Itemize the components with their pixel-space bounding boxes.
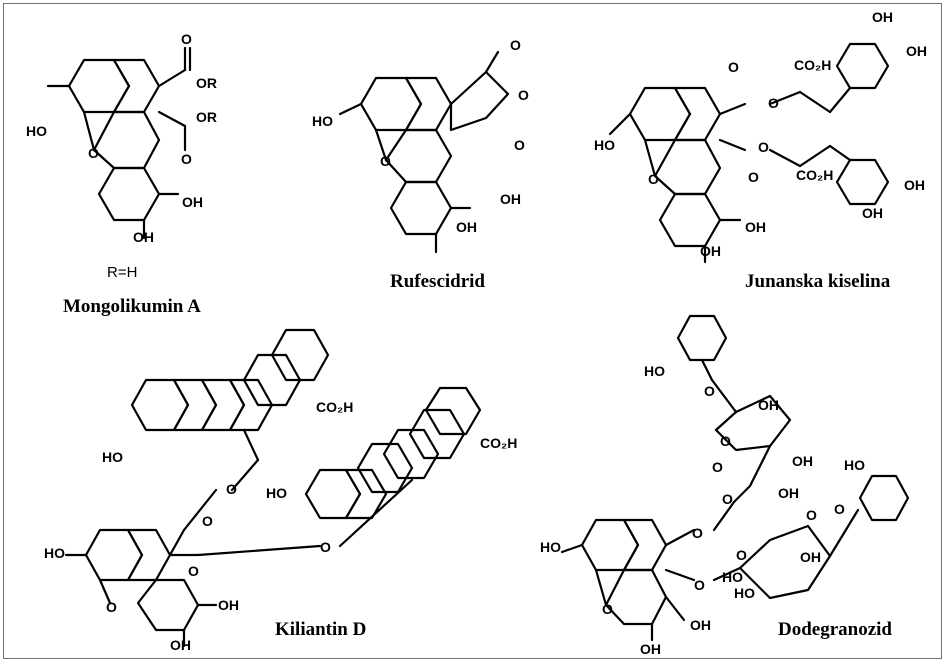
label-o: O bbox=[748, 169, 759, 185]
substituent-definition: R=H bbox=[107, 264, 138, 281]
label-ho: HO bbox=[540, 539, 561, 555]
label-ho: HO bbox=[734, 585, 755, 601]
label-oh: OH bbox=[218, 597, 239, 613]
label-oh: OH bbox=[800, 549, 821, 565]
compound-name-rufescidrid: Rufescidrid bbox=[390, 271, 485, 292]
label-ho: HO bbox=[26, 123, 47, 139]
label-oh: OH bbox=[700, 243, 721, 259]
label-ho: HO bbox=[722, 569, 743, 585]
label-oh: OH bbox=[792, 453, 813, 469]
label-ho: HO bbox=[44, 545, 65, 561]
label-oh: OH bbox=[862, 205, 883, 221]
label-co2h: CO₂H bbox=[480, 435, 517, 451]
label-o: O bbox=[380, 153, 391, 169]
label-o: O bbox=[806, 507, 817, 523]
label-o: O bbox=[758, 139, 769, 155]
label-o: O bbox=[181, 151, 192, 167]
label-oh: OH bbox=[500, 191, 521, 207]
structure-junanska-kiselina: OH OH CO₂H O O O O CO₂H OH OH HO O OH OH bbox=[594, 9, 927, 264]
label-o: O bbox=[768, 95, 779, 111]
structure-kiliantin-d: CO₂H CO₂H HO HO O O O O HO O OH OH bbox=[44, 328, 517, 653]
label-o: O bbox=[694, 577, 705, 593]
label-o: O bbox=[106, 599, 117, 615]
label-oh: OH bbox=[906, 43, 927, 59]
label-oh: OH bbox=[170, 637, 191, 653]
label-co2h: CO₂H bbox=[316, 399, 353, 415]
label-o: O bbox=[510, 37, 521, 53]
label-o: O bbox=[514, 137, 525, 153]
label-oh: OH bbox=[133, 229, 154, 245]
label-ho: HO bbox=[266, 485, 287, 501]
label-ho: HO bbox=[102, 449, 123, 465]
compound-name-junanska-kiselina: Junanska kiselina bbox=[745, 271, 891, 292]
label-oh: OH bbox=[456, 219, 477, 235]
label-o: O bbox=[722, 491, 733, 507]
label-co2h: CO₂H bbox=[794, 57, 831, 73]
label-co2h: CO₂H bbox=[796, 167, 833, 183]
label-ho: HO bbox=[644, 363, 665, 379]
label-ho: HO bbox=[312, 113, 333, 129]
label-oh: OH bbox=[640, 641, 661, 657]
label-oh: OH bbox=[872, 9, 893, 25]
label-oh: OH bbox=[904, 177, 925, 193]
figure-frame bbox=[3, 3, 942, 659]
label-o: O bbox=[692, 525, 703, 541]
label-o: O bbox=[834, 501, 845, 517]
label-o: O bbox=[728, 59, 739, 75]
structure-rufescidrid: O O O HO O OH OH bbox=[312, 37, 529, 254]
label-o: O bbox=[736, 547, 747, 563]
label-o: O bbox=[320, 539, 331, 555]
label-or: OR bbox=[196, 109, 217, 125]
label-o: O bbox=[181, 31, 192, 47]
compound-name-mongolikumin-a: Mongolikumin A bbox=[63, 296, 201, 317]
compound-name-kiliantin-d: Kiliantin D bbox=[275, 619, 367, 640]
label-ho: HO bbox=[594, 137, 615, 153]
label-oh: OH bbox=[745, 219, 766, 235]
label-oh: OH bbox=[758, 397, 779, 413]
structure-dodegranozid: HO O OH O OH OH HO O O O O O O O HO HO H… bbox=[540, 314, 910, 657]
label-o: O bbox=[88, 145, 99, 161]
label-o: O bbox=[720, 433, 731, 449]
label-o: O bbox=[648, 171, 659, 187]
compound-name-dodegranozid: Dodegranozid bbox=[778, 619, 892, 640]
label-ho: HO bbox=[844, 457, 865, 473]
label-or: OR bbox=[196, 75, 217, 91]
label-oh: OH bbox=[778, 485, 799, 501]
label-o: O bbox=[202, 513, 213, 529]
label-o: O bbox=[226, 481, 237, 497]
label-o: O bbox=[602, 601, 613, 617]
label-oh: OH bbox=[690, 617, 711, 633]
label-o: O bbox=[518, 87, 529, 103]
label-oh: OH bbox=[182, 194, 203, 210]
label-o: O bbox=[188, 563, 199, 579]
label-o: O bbox=[712, 459, 723, 475]
structure-mongolikumin-a: O OR OR O HO O OH OH bbox=[26, 31, 217, 245]
label-o: O bbox=[704, 383, 715, 399]
